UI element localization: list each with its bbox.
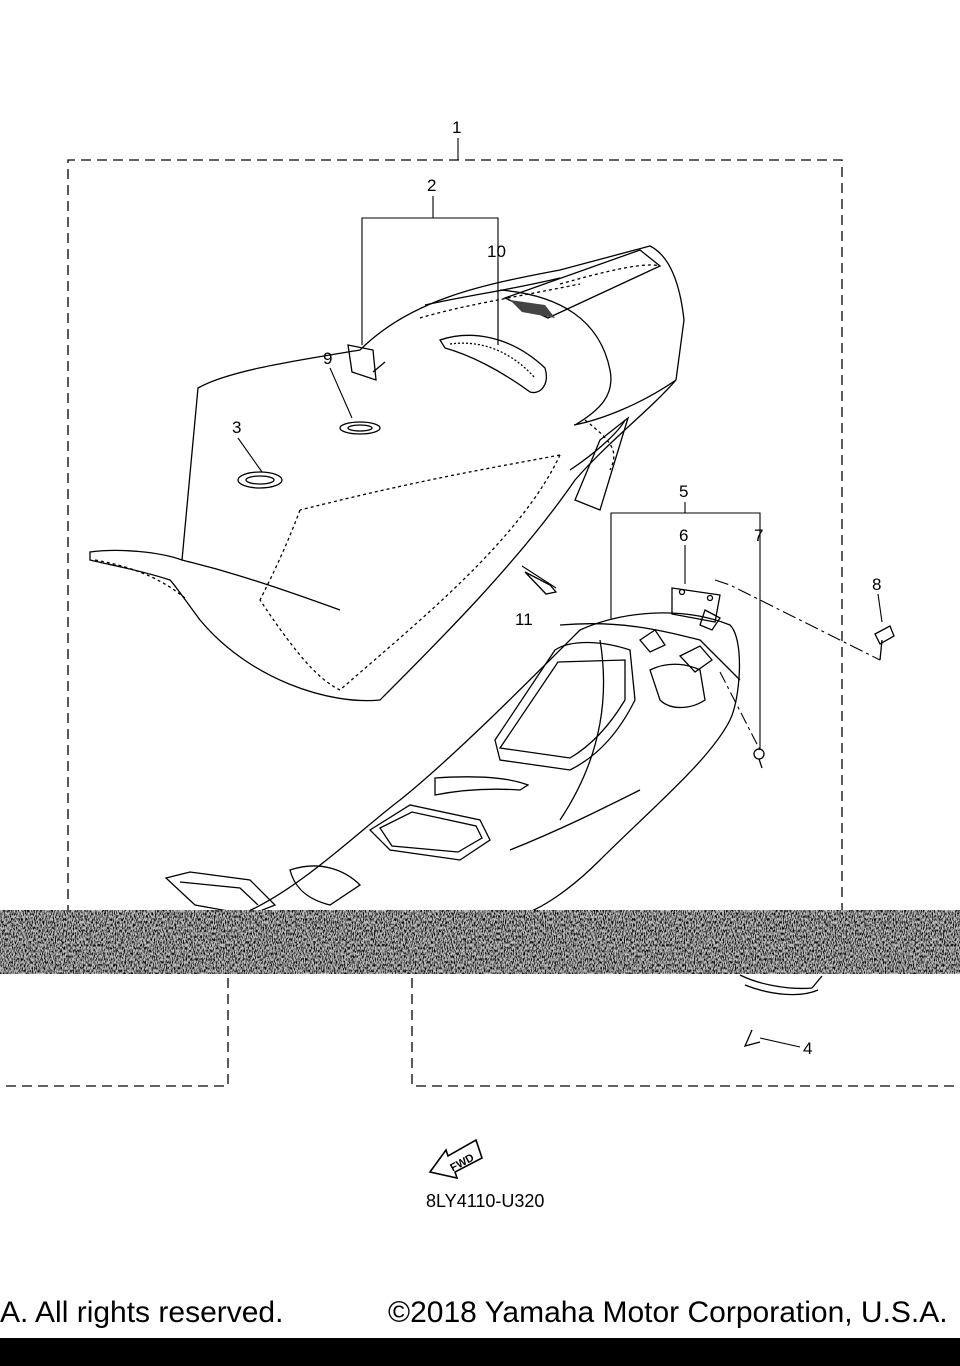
scan-noise-band bbox=[0, 910, 960, 974]
part-code: 8LY4110-U320 bbox=[426, 1191, 544, 1211]
callout-7: 7 bbox=[754, 526, 763, 545]
footer-left-text: A. All rights reserved. bbox=[0, 1296, 284, 1329]
callout-6: 6 bbox=[679, 526, 688, 545]
callout-labels: 1 2 3 4 5 6 7 8 9 10 11 bbox=[232, 118, 881, 1058]
small-parts bbox=[671, 587, 895, 1047]
leader-lines bbox=[237, 138, 883, 1048]
copyright-footer: A. All rights reserved. ©2018 Yamaha Mot… bbox=[0, 1290, 960, 1338]
bottom-bar bbox=[0, 1338, 960, 1366]
callout-8: 8 bbox=[872, 575, 881, 594]
footer-right-text: ©2018 Yamaha Motor Corporation, U.S.A. bbox=[388, 1296, 948, 1329]
callout-4: 4 bbox=[803, 1039, 812, 1058]
callout-3: 3 bbox=[232, 418, 241, 437]
callout-11: 11 bbox=[515, 610, 533, 629]
callout-5: 5 bbox=[679, 482, 688, 501]
assembly-boundary bbox=[0, 159, 960, 1087]
callout-9: 9 bbox=[323, 349, 332, 368]
callout-10: 10 bbox=[487, 242, 506, 261]
callout-2: 2 bbox=[427, 176, 436, 195]
callout-1: 1 bbox=[452, 118, 461, 137]
fwd-arrow-icon: FWD bbox=[428, 1138, 483, 1180]
seat-illustration bbox=[89, 245, 685, 702]
seat-base-illustration bbox=[164, 612, 823, 996]
